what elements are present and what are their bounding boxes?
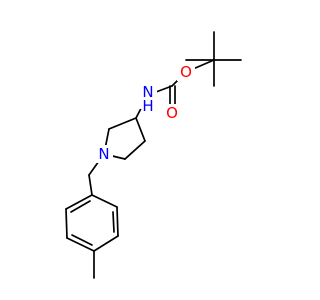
bond-ch2-arene xyxy=(88,174,93,196)
bond-arene-2 xyxy=(116,206,119,237)
bond-arene-5 xyxy=(65,208,68,239)
bond-arene-inner-1 xyxy=(112,211,115,233)
bond-ring-c2-c3 xyxy=(108,117,137,130)
bond-arene-1 xyxy=(91,194,118,208)
atom-labels: N H O O N xyxy=(95,63,195,163)
bond-arene-3 xyxy=(93,235,119,252)
ring-n-symbol: N xyxy=(98,145,109,163)
carbonyl-o-symbol: O xyxy=(166,104,178,122)
bond-arene-inner-3 xyxy=(70,200,91,213)
amine-nh-label: N H xyxy=(139,83,157,115)
molecule-structure: N H O O N xyxy=(65,31,242,279)
bond-ring-c4-c5 xyxy=(124,140,146,160)
ring-n-label: N xyxy=(95,145,113,163)
bonds xyxy=(65,31,242,279)
bond-ring-c3-c4 xyxy=(135,117,146,142)
ester-o-symbol: O xyxy=(180,63,192,81)
bond-arene-4 xyxy=(66,237,95,252)
amine-h-symbol: H xyxy=(142,97,153,115)
bond-arene-6 xyxy=(65,194,93,210)
bond-arene-inner-2 xyxy=(71,234,93,246)
carbonyl-o-label: O xyxy=(163,104,181,122)
ester-o-label: O xyxy=(177,63,195,81)
amine-n-symbol: N xyxy=(142,83,153,101)
